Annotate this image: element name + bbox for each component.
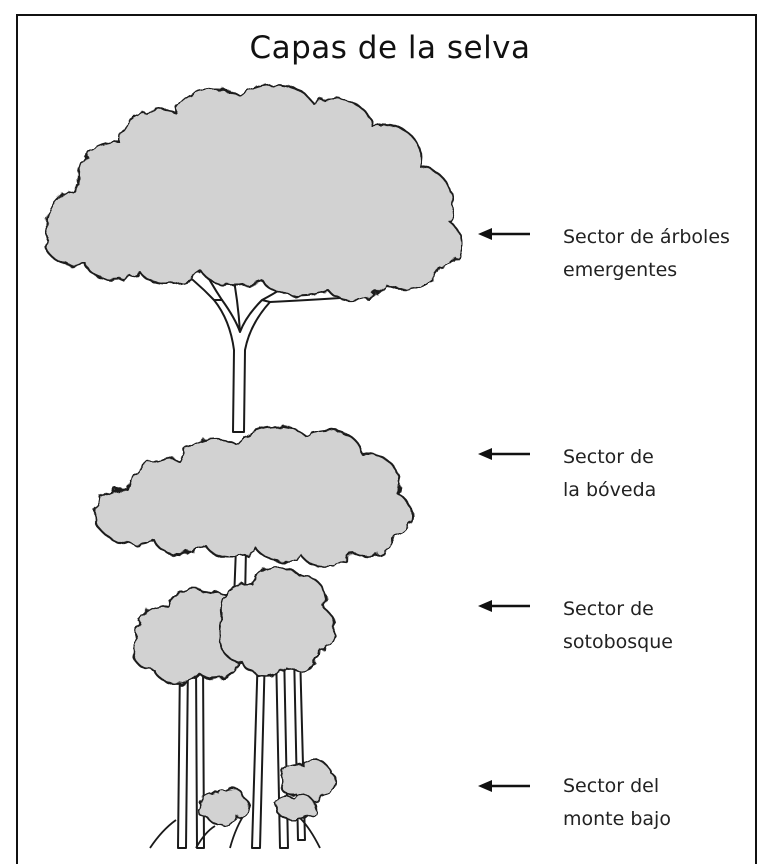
layer-label-line: Sector de <box>563 446 654 468</box>
canopy-foliage <box>93 425 413 568</box>
layer-label-canopy: Sector de la bóveda <box>563 441 656 507</box>
emergent-canopy <box>44 83 462 302</box>
shrub-layer <box>149 759 337 849</box>
emergent-tree <box>44 83 462 433</box>
left-arrow-icon <box>478 228 530 240</box>
ground-roots <box>149 811 321 849</box>
shrub-left <box>197 786 250 826</box>
diagram-title: Capas de la selva <box>249 30 531 66</box>
layer-label-line: emergentes <box>563 259 678 281</box>
emergent-trunk <box>213 299 271 433</box>
layer-label-line: sotobosque <box>563 631 673 653</box>
left-arrow-icon <box>478 600 530 612</box>
understory-trees <box>132 566 336 849</box>
layer-label-line: la bóveda <box>563 479 657 501</box>
understory-foliage-right <box>218 566 336 677</box>
layer-label-line: Sector de <box>563 598 654 620</box>
left-arrow-icon <box>478 780 530 792</box>
canopy-tree <box>93 425 413 601</box>
shrub-right <box>280 759 337 802</box>
left-arrow-icon <box>478 448 530 460</box>
understory-trunks <box>177 649 306 849</box>
layer-label-understory: Sector de sotobosque <box>563 593 673 659</box>
layer-label-shrub: Sector del monte bajo <box>563 770 671 836</box>
layer-label-emergent: Sector de árboles emergentes <box>563 221 730 287</box>
layer-label-line: Sector del <box>563 775 660 797</box>
shrub-right-low <box>274 794 316 821</box>
layer-label-line: Sector de árboles <box>563 226 730 248</box>
layer-label-line: monte bajo <box>563 808 671 830</box>
